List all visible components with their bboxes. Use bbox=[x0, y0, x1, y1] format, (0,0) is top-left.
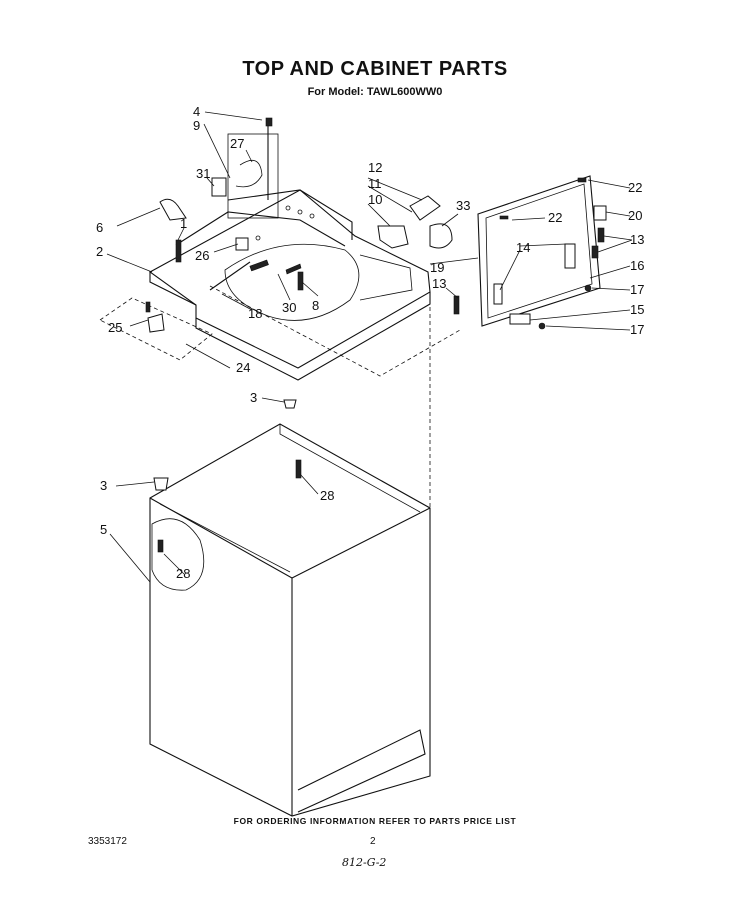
callout-17-upper: 17 bbox=[630, 282, 644, 297]
top-panel bbox=[148, 189, 431, 381]
callout-22-inner: 22 bbox=[548, 210, 562, 225]
page-number: 2 bbox=[370, 836, 376, 847]
model-subtitle: For Model: TAWL600WW0 bbox=[307, 86, 443, 98]
page-title: TOP AND CABINET PARTS bbox=[242, 58, 508, 80]
callout-9: 9 bbox=[193, 118, 200, 133]
callout-labels: 4 9 27 31 6 1 2 26 8 30 18 25 24 12 11 1… bbox=[96, 104, 644, 581]
callout-26: 26 bbox=[195, 248, 209, 263]
small-parts bbox=[99, 117, 607, 491]
callout-25: 25 bbox=[108, 320, 122, 335]
callout-30: 30 bbox=[282, 300, 296, 315]
callout-4: 4 bbox=[193, 104, 200, 119]
callout-19: 19 bbox=[430, 260, 444, 275]
callout-5: 5 bbox=[100, 522, 107, 537]
callout-33: 33 bbox=[456, 198, 470, 213]
callout-14: 14 bbox=[516, 240, 530, 255]
callout-13-right: 13 bbox=[630, 232, 644, 247]
leader-lines bbox=[106, 111, 633, 583]
callout-15: 15 bbox=[630, 302, 644, 317]
callout-8: 8 bbox=[312, 298, 319, 313]
lid bbox=[477, 175, 601, 327]
ordering-note: FOR ORDERING INFORMATION REFER TO PARTS … bbox=[233, 816, 517, 826]
callout-27: 27 bbox=[230, 136, 244, 151]
callout-16: 16 bbox=[630, 258, 644, 273]
callout-11: 11 bbox=[368, 176, 382, 191]
callout-17-lower: 17 bbox=[630, 322, 644, 337]
callout-22-outer: 22 bbox=[628, 180, 642, 195]
callout-28-front: 28 bbox=[176, 566, 190, 581]
callout-31: 31 bbox=[196, 166, 210, 181]
callout-12: 12 bbox=[368, 160, 382, 175]
document-number: 3353172 bbox=[88, 836, 127, 847]
callout-1: 1 bbox=[180, 216, 187, 231]
callout-28-rear: 28 bbox=[320, 488, 334, 503]
handwritten-note: 812-G-2 bbox=[342, 856, 387, 869]
cabinet bbox=[149, 423, 431, 817]
callout-2: 2 bbox=[96, 244, 103, 259]
callout-24: 24 bbox=[236, 360, 250, 375]
callout-6: 6 bbox=[96, 220, 103, 235]
callout-3-rear: 3 bbox=[250, 390, 257, 405]
callout-13-left: 13 bbox=[432, 276, 446, 291]
callout-20: 20 bbox=[628, 208, 642, 223]
callout-3-front: 3 bbox=[100, 478, 107, 493]
callout-10: 10 bbox=[368, 192, 382, 207]
callout-18: 18 bbox=[248, 306, 262, 321]
